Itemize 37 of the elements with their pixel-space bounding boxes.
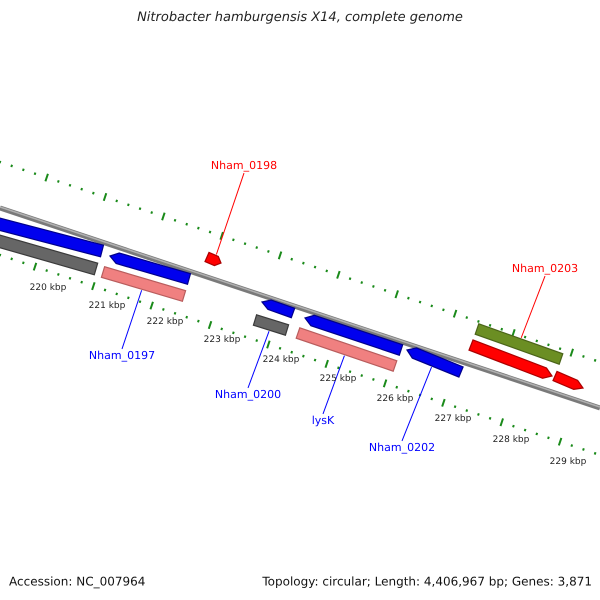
gene-block — [468, 339, 553, 379]
scale-label: 229 kbp — [550, 458, 586, 468]
gene-block — [108, 252, 192, 286]
scale-label: 223 kbp — [204, 336, 240, 346]
leader-line — [216, 172, 244, 255]
title: Nitrobacter hamburgensis X14, complete genome — [137, 10, 463, 26]
gene-block — [252, 314, 290, 336]
scale-label: 225 kbp — [320, 375, 356, 385]
gene-block — [552, 370, 584, 390]
leader-line — [122, 290, 142, 350]
gene-block — [100, 266, 186, 302]
gene-block — [204, 252, 222, 266]
scale-label: 222 kbp — [146, 318, 184, 328]
leader-line — [248, 330, 270, 388]
scale-label: 226 kbp — [376, 395, 414, 405]
gene-block — [260, 299, 296, 318]
leader-line — [520, 276, 546, 338]
gene-block — [0, 216, 104, 258]
footer-text: Accession: NC_007964 — [9, 575, 146, 589]
gene-label: Nham_0200 — [214, 388, 282, 402]
scale-label: 227 kbp — [434, 415, 472, 425]
gene-block — [406, 347, 464, 378]
scale-label: 224 kbp — [262, 356, 300, 366]
gene-label: Nham_0197 — [88, 350, 156, 362]
scale-label: 221 kbp — [88, 302, 126, 312]
gene-block — [304, 314, 404, 356]
gene-label: Nham_0198 — [210, 160, 278, 172]
gene-label: lysK — [312, 414, 334, 428]
gene-label: Nham_0203 — [512, 262, 578, 276]
scale-label: 220 kbp — [30, 284, 66, 294]
scale-label: 228 kbp — [492, 436, 530, 446]
gene-block — [0, 233, 98, 276]
footer-text: Topology: circular; Length: 4,406,967 bp; Genes: 3,871 — [262, 575, 592, 589]
leader-line — [402, 366, 432, 442]
gene-label: Nham_0202 — [368, 442, 436, 454]
leader-line — [322, 355, 345, 414]
gene-block — [474, 323, 564, 365]
